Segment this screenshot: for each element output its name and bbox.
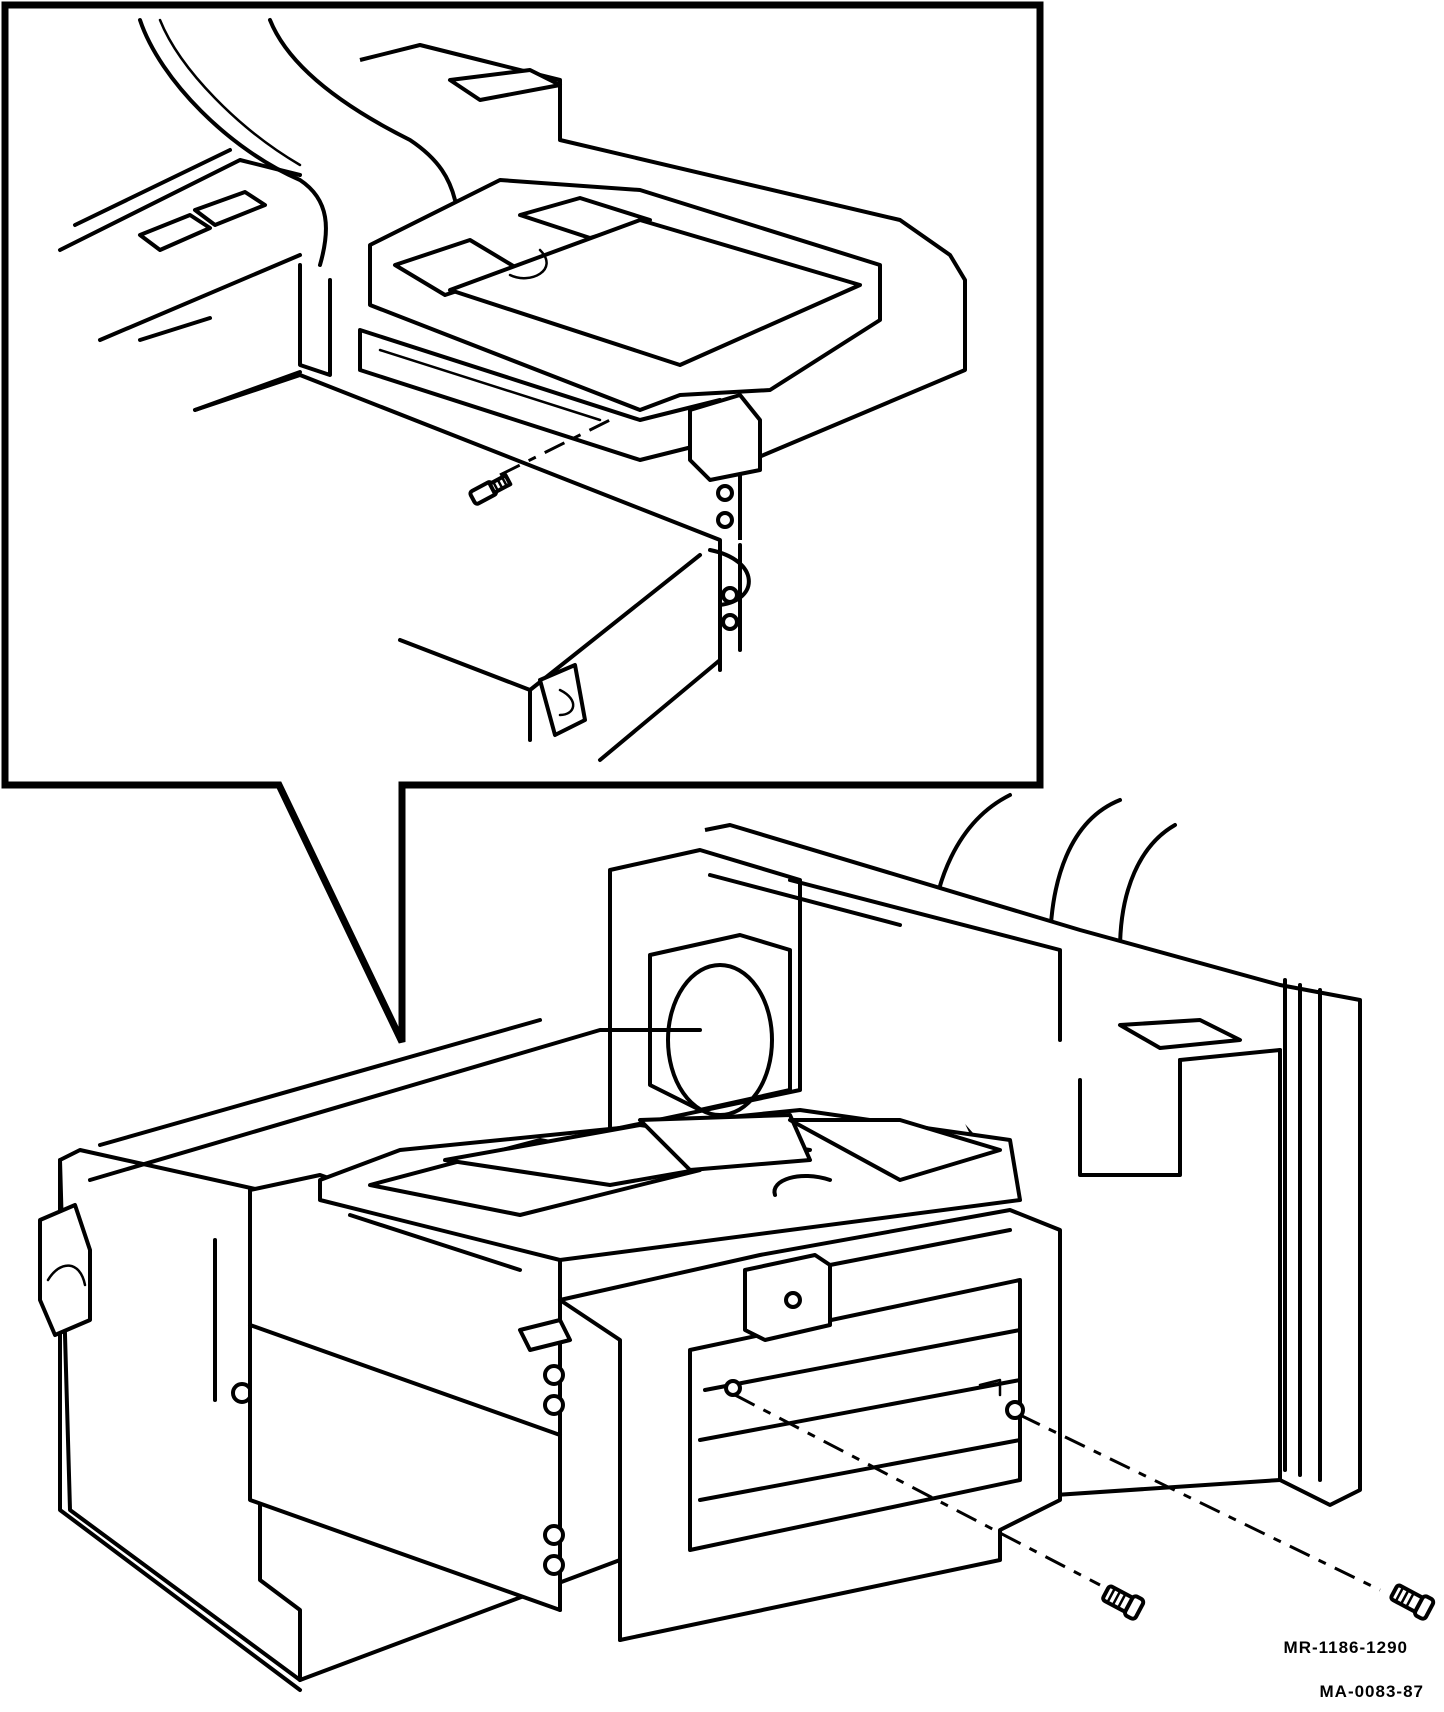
reference-code-secondary: MA-0083-87: [1319, 1682, 1424, 1701]
front-bracket: [558, 1208, 1062, 1642]
main-assembly: [38, 793, 1436, 1692]
inset-chassis-front: [193, 373, 751, 762]
screw-guide-left: [734, 1393, 1101, 1587]
power-switch: [38, 1203, 92, 1337]
inset-screw-guide: [499, 418, 611, 477]
callout-frame: [1, 1, 1044, 1044]
hard-disk-drive: [318, 1108, 1022, 1352]
inset-chassis-left: [58, 148, 302, 412]
detail-inset: [1, 1, 1044, 1044]
mounting-screw: [1101, 1584, 1146, 1621]
inset-hard-disk-drive: [358, 178, 882, 529]
rear-frame: [608, 823, 1362, 1507]
drive-bay: [248, 1173, 565, 1612]
mounting-screw: [468, 473, 513, 506]
reference-code-primary: MR-1186-1290: [1283, 1638, 1408, 1657]
screw-guide-right: [1019, 1413, 1381, 1592]
mounting-screw: [1389, 1583, 1436, 1621]
